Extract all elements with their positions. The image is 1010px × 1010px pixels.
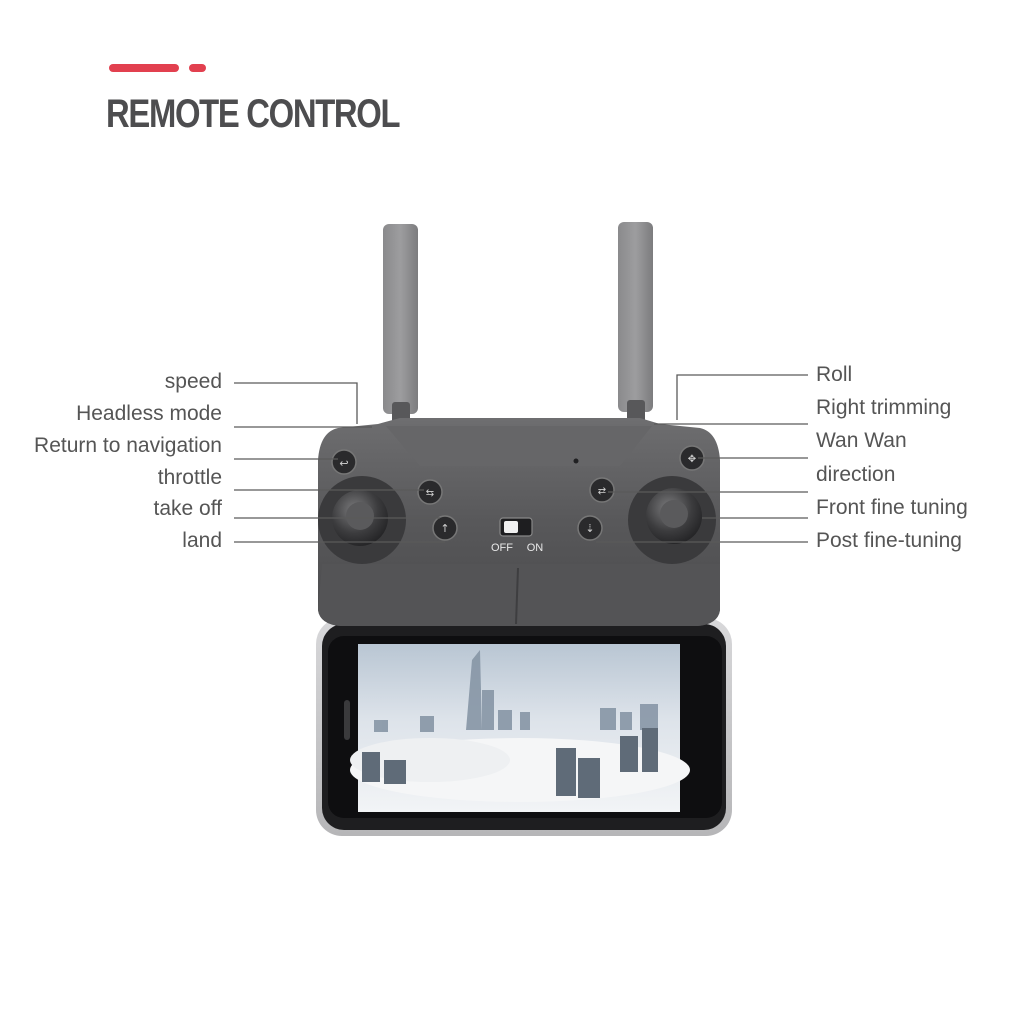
label-take-off: take off (153, 497, 223, 520)
svg-text:↑: ↑ (440, 522, 449, 535)
power-off-label: OFF (491, 542, 513, 554)
svg-text:↩: ↩ (339, 457, 348, 470)
label-right-trimming: Right trimming (816, 396, 952, 419)
page-title: REMOTE CONTROL (106, 92, 401, 136)
phone (328, 636, 722, 818)
left-antenna (383, 224, 418, 430)
label-direction: direction (816, 463, 896, 486)
label-land: land (182, 529, 222, 552)
direction-button[interactable]: ⇄ (589, 477, 615, 503)
right-antenna (618, 222, 653, 428)
return-to-navigation-button[interactable]: ↩ (331, 449, 357, 475)
svg-text:⇆: ⇆ (426, 488, 434, 499)
label-speed: speed (164, 370, 222, 393)
power-on-label: ON (527, 542, 544, 554)
throttle-button[interactable]: ⇆ (417, 479, 443, 505)
label-front-fine-tuning: Front fine tuning (816, 496, 968, 519)
label-return-to-navigation: Return to navigation (34, 434, 222, 457)
label-wan-wan: Wan Wan (816, 429, 907, 452)
land-button[interactable]: ⇣ (577, 515, 603, 541)
right-joystick[interactable] (628, 476, 716, 564)
callout-lines (234, 374, 808, 543)
label-throttle: throttle (157, 466, 222, 489)
callout-line-speed (234, 382, 358, 424)
label-post-fine-tuning: Post fine-tuning (816, 529, 962, 552)
label-roll: Roll (816, 363, 853, 386)
svg-text:⇣: ⇣ (585, 522, 594, 535)
svg-text:✥: ✥ (688, 454, 696, 465)
left-joystick[interactable] (318, 476, 406, 564)
callout-line-roll (676, 374, 808, 420)
accent-bar-short (189, 64, 206, 72)
power-switch[interactable] (499, 517, 533, 537)
label-headless-mode: Headless mode (76, 402, 222, 425)
accent-bar-long (109, 64, 179, 72)
take-off-button[interactable]: ↑ (432, 515, 458, 541)
svg-text:⇄: ⇄ (598, 486, 606, 497)
